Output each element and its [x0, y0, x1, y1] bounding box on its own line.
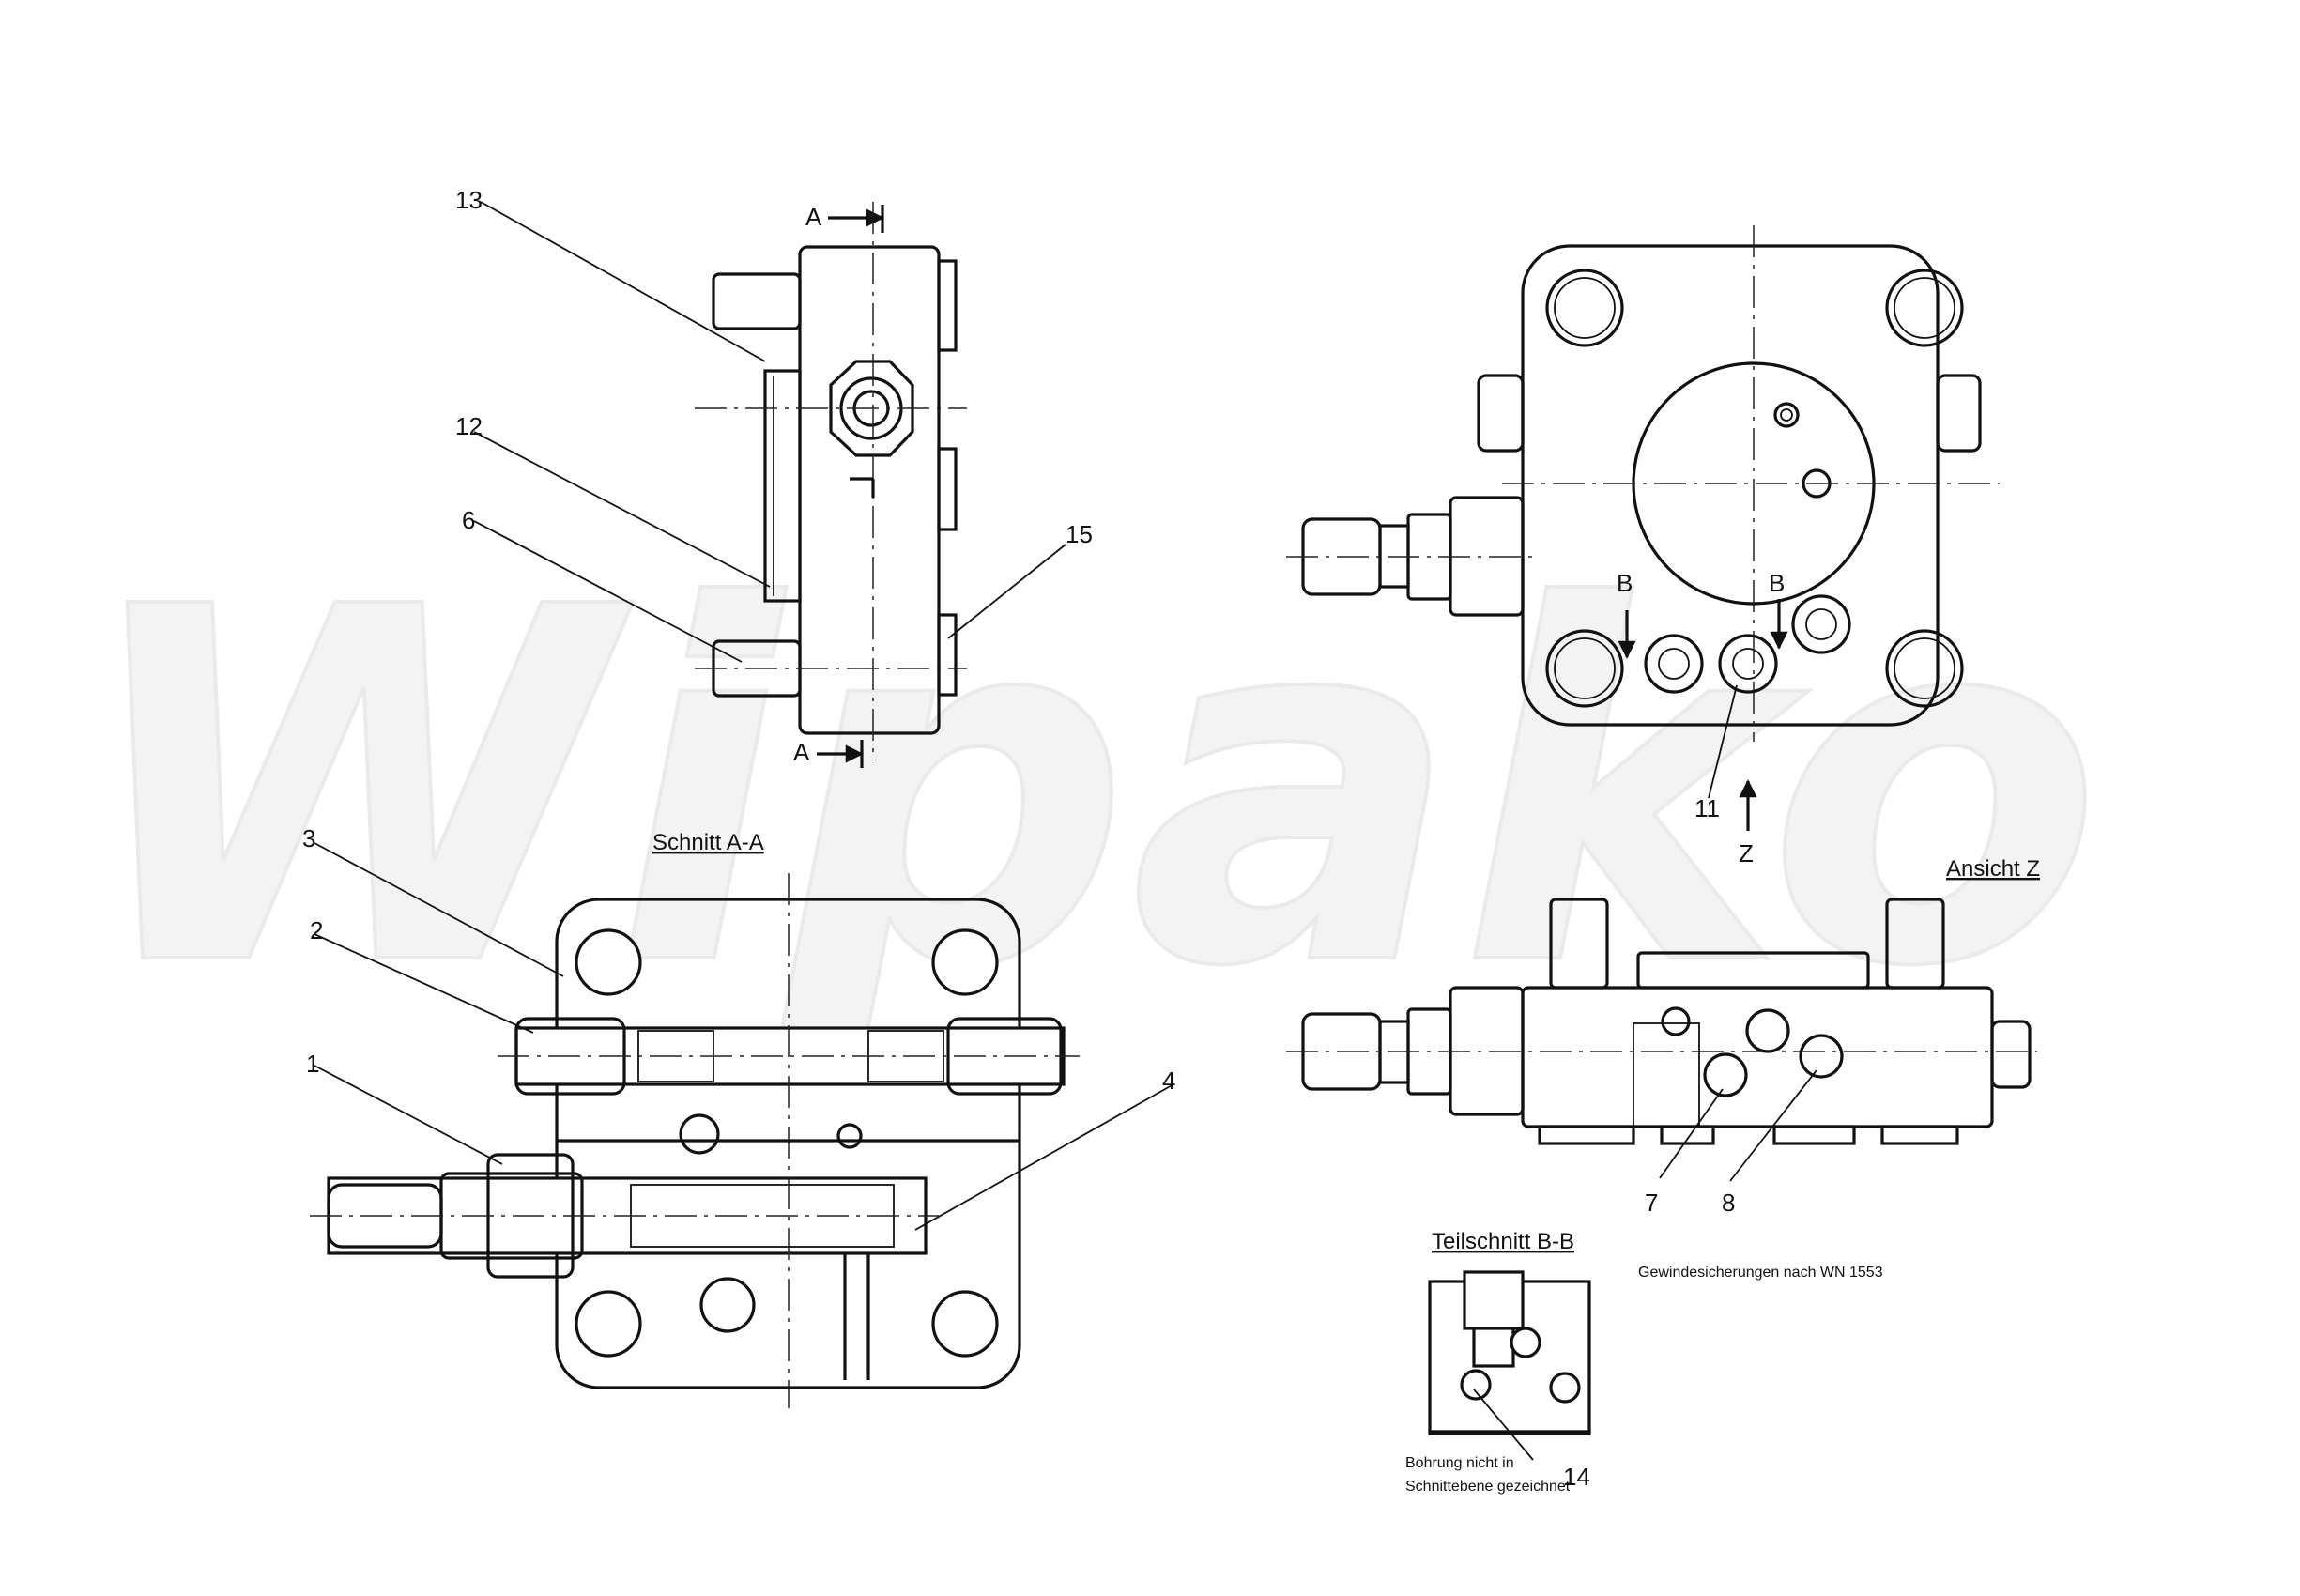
callout-2: 2 [310, 916, 323, 944]
partial-section-bb [1428, 1270, 1591, 1461]
callout-8: 8 [1722, 1189, 1735, 1217]
callout-15: 15 [1066, 520, 1093, 548]
partial-section-note-line2: Schnittebene gezeichnet [1405, 1479, 1571, 1495]
view-mark-z: Z [1739, 839, 1754, 867]
section-mark-b-right: B [1769, 569, 1785, 597]
callout-4: 4 [1162, 1067, 1175, 1095]
section-mark-b-left: B [1617, 569, 1633, 597]
callout-14: 14 [1563, 1463, 1590, 1491]
section-mark-a-bottom: A [793, 738, 810, 766]
section-mark-a-top: A [805, 203, 822, 231]
callout-7: 7 [1645, 1189, 1658, 1217]
callout-13: 13 [455, 186, 483, 214]
callout-12: 12 [455, 412, 483, 440]
callout-3: 3 [302, 824, 315, 852]
thread-lock-note: Gewindesicherungen nach WN 1553 [1638, 1265, 1883, 1281]
callout-1: 1 [306, 1050, 319, 1078]
callout-11: 11 [1694, 794, 1720, 822]
front-view [1286, 225, 2000, 831]
partial-section-note-line1: Bohrung nicht in [1405, 1455, 1514, 1471]
partial-section-bb-title: Teilschnitt B-B [1432, 1229, 1574, 1254]
section-aa-title: Schnitt A-A [652, 830, 764, 855]
view-z-title: Ansicht Z [1946, 856, 2040, 882]
section-aa-view [310, 842, 1174, 1408]
side-view-top: A A [473, 201, 1066, 768]
view-z [1286, 898, 2037, 1182]
callout-6: 6 [462, 506, 475, 534]
